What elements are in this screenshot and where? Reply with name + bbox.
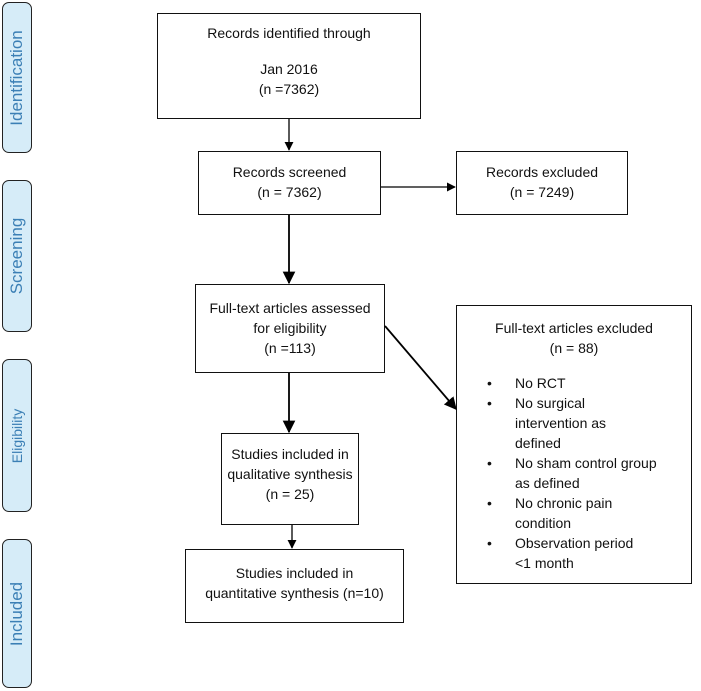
records-identified-line1: Records identified through	[207, 25, 371, 41]
exclusion-reason: Observation period <1 month	[457, 533, 691, 573]
quantitative-synthesis-line2: quantitative synthesis (n=10)	[205, 585, 384, 601]
exclusion-reason: No chronic pain condition	[457, 493, 691, 533]
exclusion-reason-line: <1 month	[515, 555, 574, 571]
records-identified-box: Records identified through Jan 2016 (n =…	[157, 13, 421, 119]
phase-identification: Identification	[2, 2, 32, 153]
records-screened-box: Records screened (n = 7362)	[198, 151, 381, 215]
fulltext-assessed-line2: for eligibility	[253, 320, 327, 336]
arrow-fulltext-to-excluded	[384, 325, 457, 410]
exclusion-reason-line: defined	[515, 435, 561, 451]
exclusion-reason: No sham control group as defined	[457, 453, 691, 493]
fulltext-excluded-line1: Full-text articles excluded	[495, 320, 653, 336]
fulltext-assessed-line1: Full-text articles assessed	[209, 300, 371, 316]
fulltext-assessed-count: (n =113)	[264, 340, 316, 356]
records-excluded-line1: Records excluded	[485, 164, 599, 180]
records-identified-count: (n =7362)	[258, 81, 320, 97]
qualitative-synthesis-line2: qualitative synthesis	[227, 466, 353, 482]
records-identified-line2: Jan 2016	[260, 61, 318, 77]
exclusion-reason-line: Observation period	[515, 535, 634, 551]
exclusion-reason-line: intervention as	[515, 415, 607, 431]
qualitative-synthesis-count: (n = 25)	[265, 486, 315, 502]
records-excluded-box: Records excluded (n = 7249)	[456, 151, 628, 215]
exclusion-reason: No surgical intervention as defined	[457, 393, 691, 453]
exclusion-reason-line: No RCT	[515, 375, 566, 391]
records-screened-count: (n = 7362)	[257, 184, 322, 200]
exclusion-reason-line: as defined	[515, 475, 580, 491]
quantitative-synthesis-box: Studies included in quantitative synthes…	[185, 549, 404, 623]
exclusion-reason: No RCT	[457, 373, 691, 393]
fulltext-excluded-box: Full-text articles excluded (n = 88) No …	[456, 305, 692, 584]
qualitative-synthesis-box: Studies included in qualitative synthesi…	[221, 433, 359, 525]
exclusion-reason-line: No sham control group	[515, 455, 657, 471]
fulltext-excluded-count: (n = 88)	[549, 340, 599, 356]
fulltext-assessed-box: Full-text articles assessed for eligibil…	[195, 284, 385, 373]
exclusion-reason-line: condition	[515, 515, 572, 531]
quantitative-synthesis-line1: Studies included in	[235, 565, 354, 581]
exclusion-reason-line: No surgical	[515, 395, 586, 411]
qualitative-synthesis-line1: Studies included in	[231, 446, 349, 462]
phase-eligibility: Eligibility	[2, 359, 32, 512]
phase-included: Included	[2, 539, 32, 688]
records-excluded-count: (n = 7249)	[509, 184, 575, 200]
records-screened-line1: Records screened	[232, 164, 347, 180]
exclusion-reason-line: No chronic pain	[515, 495, 613, 511]
phase-screening: Screening	[2, 180, 32, 332]
